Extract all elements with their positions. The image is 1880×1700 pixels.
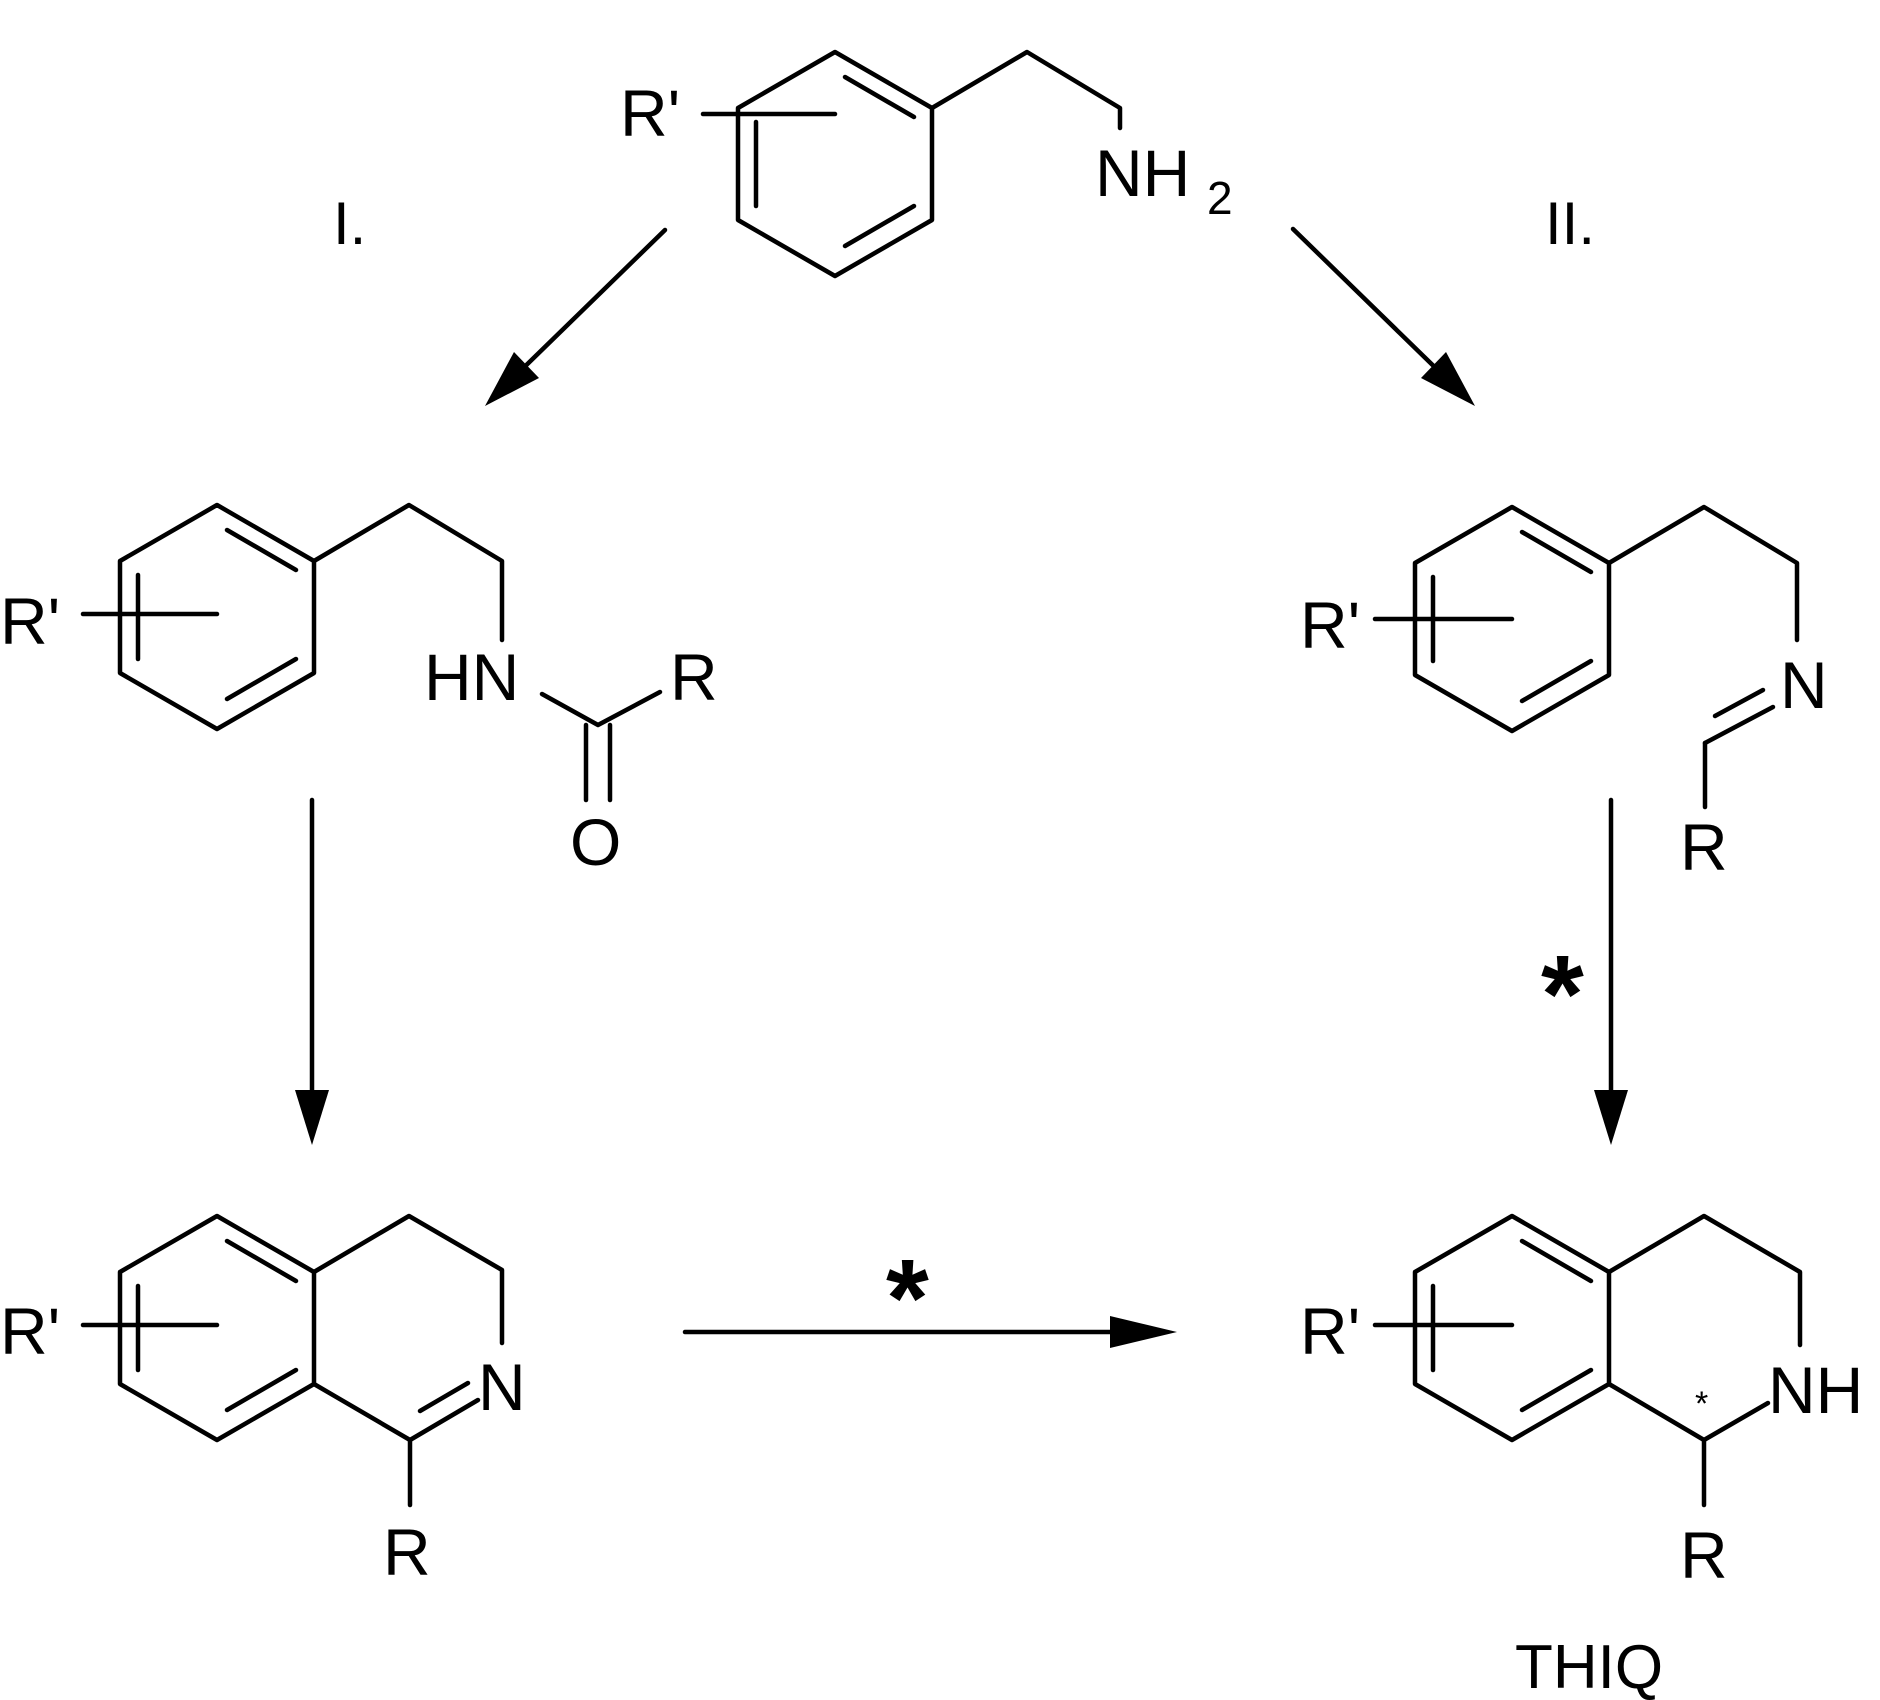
amine-subscript-2: 2 bbox=[1207, 172, 1233, 224]
dhiq-n-label: N bbox=[478, 1350, 526, 1424]
amide-hn-label: HN bbox=[424, 640, 519, 714]
arrow-to-imine bbox=[1290, 226, 1475, 406]
route-label-ii: II. bbox=[1545, 190, 1595, 257]
dihydroisoquinoline-structure: R' N R bbox=[0, 1213, 526, 1589]
thiq-r-prime: R' bbox=[1300, 1294, 1360, 1368]
catalysis-mark-vertical: * bbox=[1541, 933, 1584, 1056]
dhiq-r-prime: R' bbox=[0, 1294, 60, 1368]
product-name-caption: THIQ bbox=[1515, 1633, 1663, 1700]
amide-r-prime: R' bbox=[0, 584, 60, 658]
dhiq-r-label: R bbox=[383, 1515, 431, 1589]
arrow-imine-to-thiq bbox=[1594, 797, 1628, 1145]
r-prime-substituent: R' bbox=[620, 76, 680, 150]
catalysis-mark-horizontal: * bbox=[886, 1237, 929, 1360]
phenethylamine-structure: R' NH 2 bbox=[620, 49, 1233, 279]
thiq-nh-label: NH bbox=[1768, 1353, 1863, 1427]
route-label-i: I. bbox=[333, 190, 366, 257]
imine-structure: R' N R bbox=[1300, 504, 1828, 884]
amine-nh-label: NH bbox=[1095, 136, 1190, 210]
stereocenter-mark: * bbox=[1695, 1385, 1708, 1423]
thiq-r-label: R bbox=[1680, 1518, 1728, 1592]
arrow-to-amide bbox=[485, 227, 668, 406]
arrow-amide-to-dhiq bbox=[295, 797, 329, 1145]
amide-oxygen-label: O bbox=[570, 805, 621, 879]
thiq-structure: R' NH * R bbox=[1300, 1213, 1863, 1592]
amide-structure: R' HN R O bbox=[0, 502, 718, 879]
imine-r-label: R bbox=[1680, 810, 1728, 884]
imine-r-prime: R' bbox=[1300, 588, 1360, 662]
imine-n-label: N bbox=[1780, 648, 1828, 722]
arrow-dhiq-to-thiq bbox=[682, 1316, 1177, 1348]
amide-r-label: R bbox=[670, 640, 718, 714]
